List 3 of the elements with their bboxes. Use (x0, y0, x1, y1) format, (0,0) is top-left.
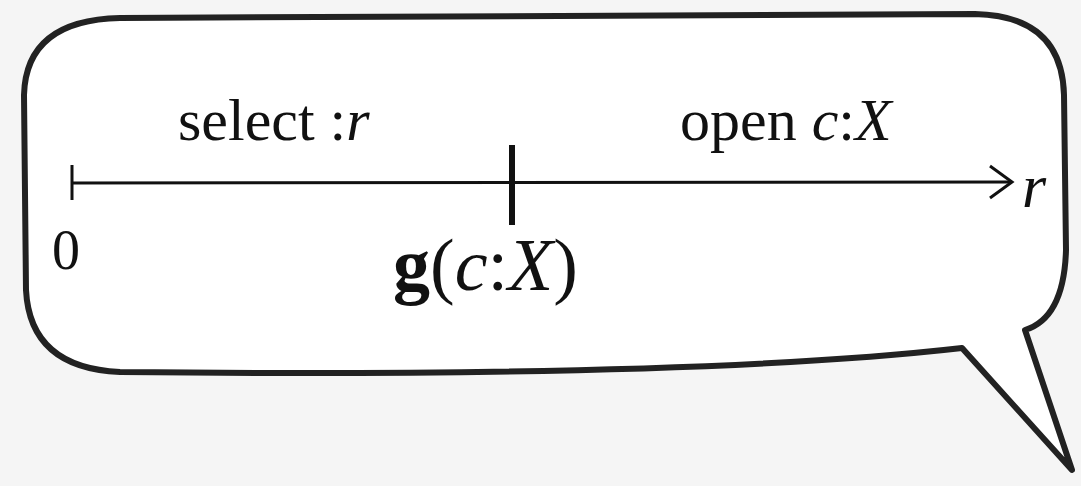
axis-label: r (1022, 155, 1047, 217)
origin-label: 0 (52, 222, 80, 278)
interval-label: select :r (178, 90, 370, 150)
